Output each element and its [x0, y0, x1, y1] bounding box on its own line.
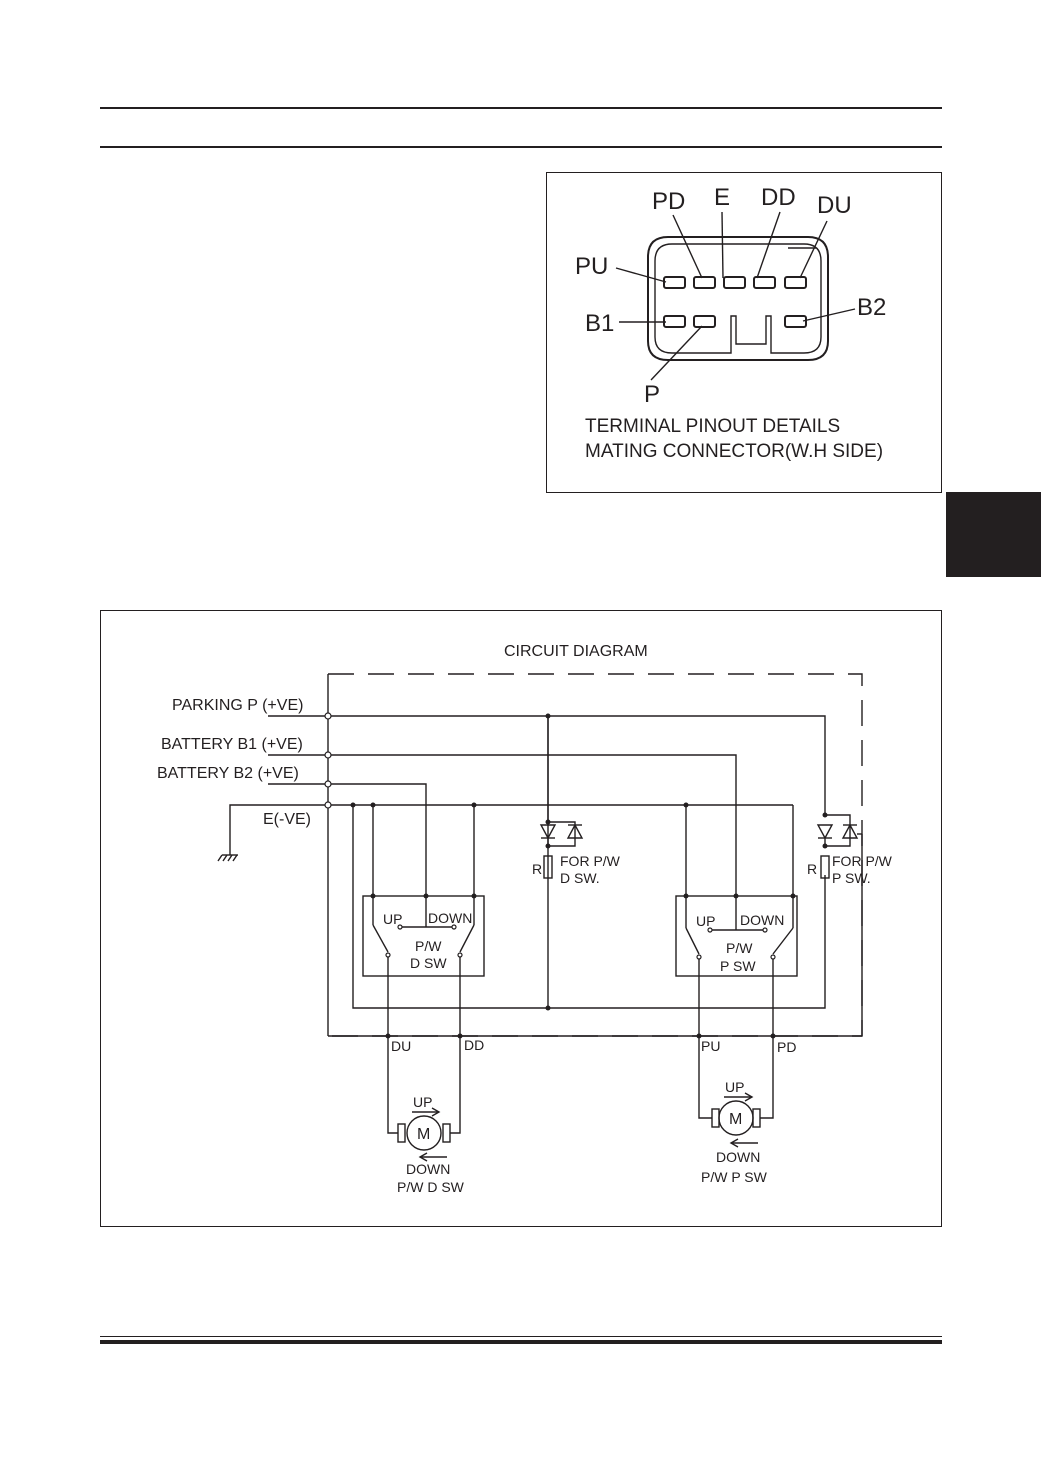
driver-motor-name: P/W D SW — [397, 1179, 465, 1195]
connector-figure-frame — [546, 172, 942, 493]
pin-label-b1: B1 — [585, 310, 614, 337]
header-rule-bottom — [100, 146, 942, 148]
illumination-d: R FOR P/W D SW. — [532, 716, 621, 886]
passenger-motor-name: P/W P SW — [701, 1169, 768, 1185]
driver-switch: UP DOWN P/W D SW — [362, 805, 485, 977]
connector-inner-shell — [654, 243, 822, 354]
pin-row-top — [663, 276, 807, 289]
connector-caption-line1: TERMINAL PINOUT DETAILS — [585, 416, 840, 437]
wire-inner-return — [352, 805, 826, 1009]
passenger-switch-up: UP — [696, 913, 715, 929]
illum-d-line2: D SW. — [560, 870, 600, 886]
passenger-switch-name2: P SW — [720, 958, 756, 974]
illum-p-line2: P SW. — [832, 870, 871, 886]
passenger-switch: UP DOWN P/W P SW — [675, 805, 798, 977]
passenger-motor-up: UP — [725, 1079, 744, 1095]
input-label-earth: E(-VE) — [263, 811, 311, 828]
pin-label-e: E — [714, 184, 730, 211]
connector-caption-line2: MATING CONNECTOR(W.H SIDE) — [585, 441, 883, 462]
terminal-label-du: DU — [391, 1038, 411, 1054]
wire-battery-b1 — [328, 754, 737, 896]
driver-switch-up: UP — [383, 911, 402, 927]
wire-earth — [217, 674, 793, 1036]
pin-e — [723, 276, 746, 289]
driver-motor-down: DOWN — [406, 1161, 450, 1177]
illum-d-line1: FOR P/W — [560, 853, 621, 869]
header-rule-top — [100, 107, 942, 109]
driver-motor-up: UP — [413, 1094, 432, 1110]
connector-diagram: PD E DD DU PU B1 B2 P TERMINAL PINOUT DE… — [575, 184, 886, 462]
input-label-parking: PARKING P (+VE) — [172, 697, 303, 714]
circuit-figure-frame — [100, 610, 942, 1227]
connector-outer-shell — [647, 236, 829, 361]
pin-label-pd: PD — [652, 188, 685, 215]
terminal-parking — [324, 712, 332, 720]
terminal-label-pd: PD — [777, 1039, 796, 1055]
circuit-title: CIRCUIT DIAGRAM — [504, 643, 648, 660]
section-tab — [946, 492, 1041, 577]
pin-du — [784, 276, 807, 289]
pin-b2 — [784, 315, 807, 328]
driver-switch-name2: D SW — [410, 955, 447, 971]
pin-p — [693, 315, 716, 328]
driver-switch-name1: P/W — [415, 938, 442, 954]
illum-d-r: R — [532, 861, 542, 877]
passenger-switch-down: DOWN — [740, 912, 784, 928]
input-label-battery-b2: BATTERY B2 (+VE) — [157, 765, 299, 782]
passenger-motor-down: DOWN — [716, 1149, 760, 1165]
illumination-p: R FOR P/W P SW. — [807, 812, 893, 886]
driver-motor-symbol: M — [417, 1126, 430, 1143]
wire-battery-b2 — [328, 783, 427, 896]
pin-label-dd: DD — [761, 184, 796, 211]
driver-switch-down: DOWN — [428, 910, 472, 926]
pin-label-p: P — [644, 381, 660, 408]
terminal-b2 — [324, 780, 332, 788]
input-label-battery-b1: BATTERY B1 (+VE) — [161, 736, 303, 753]
pin-dd — [753, 276, 776, 289]
pin-row-bottom — [663, 315, 807, 328]
pin-pd — [693, 276, 716, 289]
circuit-diagram: CIRCUIT DIAGRAM PARKING P (+VE) BATTERY … — [157, 643, 893, 1195]
passenger-switch-name1: P/W — [726, 940, 753, 956]
pin-b1 — [663, 315, 686, 328]
pin-pu — [663, 276, 686, 289]
terminal-label-dd: DD — [464, 1037, 484, 1053]
passenger-motor: M UP DOWN P/W P SW — [698, 1036, 774, 1185]
passenger-motor-symbol: M — [729, 1111, 742, 1128]
terminal-b1 — [324, 751, 332, 759]
illum-p-r: R — [807, 861, 817, 877]
pin-label-b2: B2 — [857, 294, 886, 321]
footer-rule-thin — [100, 1336, 942, 1337]
pin-leader-lines — [615, 211, 856, 381]
terminal-earth — [324, 801, 332, 809]
terminal-label-pu: PU — [701, 1038, 720, 1054]
footer-rule-thick — [100, 1340, 942, 1344]
pin-label-du: DU — [817, 192, 852, 219]
driver-motor: M UP DOWN P/W D SW — [387, 1036, 465, 1195]
pin-label-pu: PU — [575, 253, 608, 280]
